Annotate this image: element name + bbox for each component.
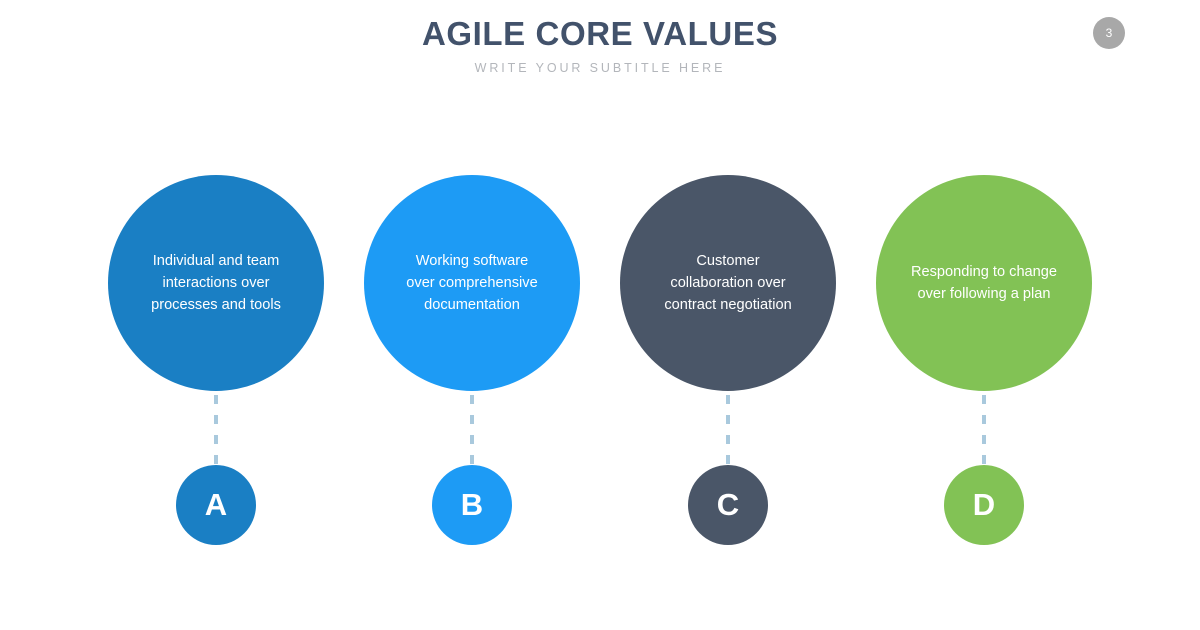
connector-line-a [214, 395, 218, 467]
letter-circle-b[interactable]: B [432, 465, 512, 545]
letter-circle-a[interactable]: A [176, 465, 256, 545]
letter-circle-c[interactable]: C [688, 465, 768, 545]
page-title: AGILE CORE VALUES [421, 15, 779, 52]
slide-header: AGILE CORE VALUES WRITE YOUR SUBTITLE HE… [0, 0, 1200, 76]
connector-line-c [726, 395, 730, 467]
connector-line-b [470, 395, 474, 467]
page-number-badge: 3 [1093, 17, 1125, 49]
letter-circle-d[interactable]: D [944, 465, 1024, 545]
page-subtitle: WRITE YOUR SUBTITLE HERE [474, 61, 726, 75]
connector-line-d [982, 395, 986, 467]
